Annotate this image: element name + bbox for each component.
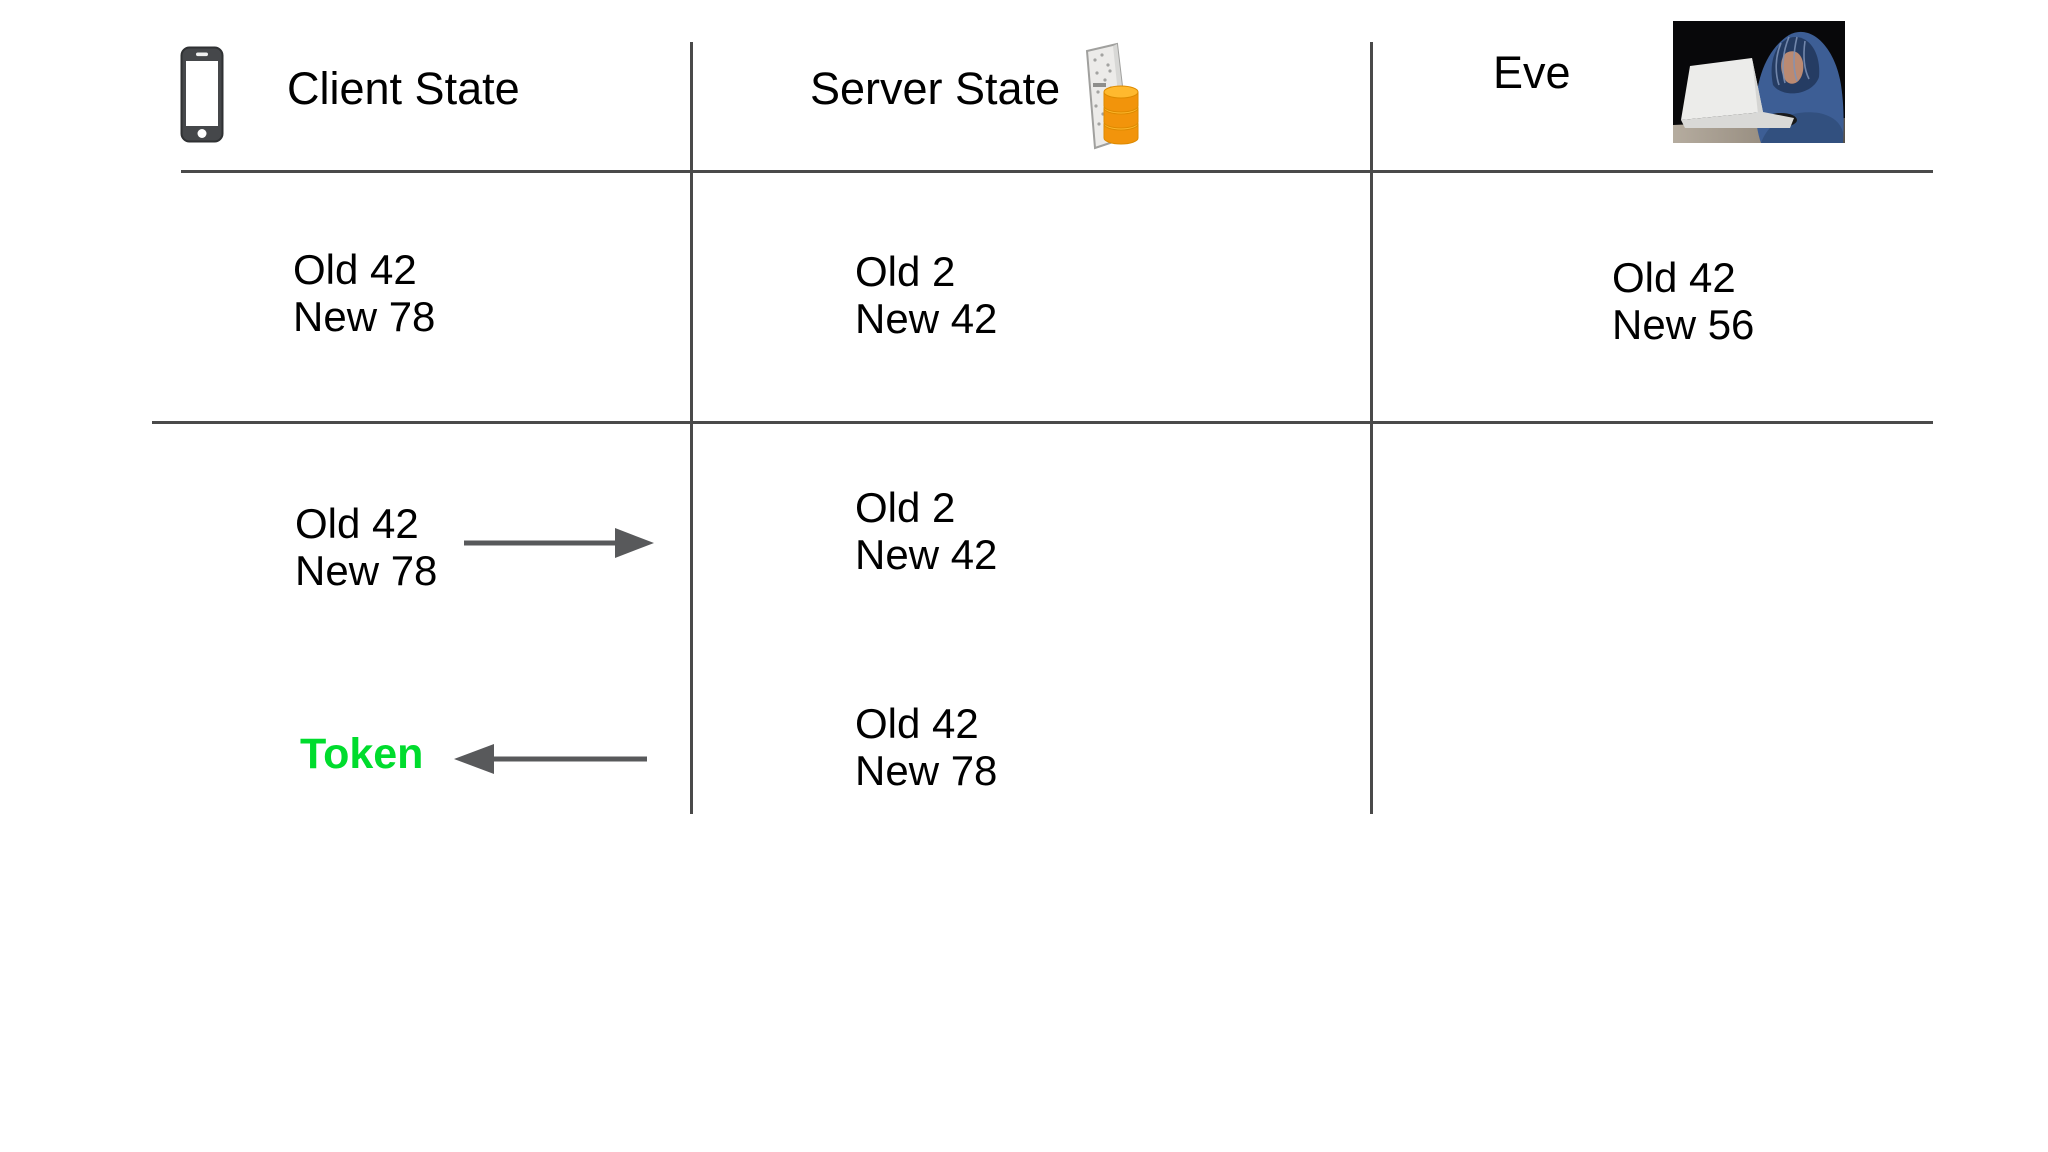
eve-state-row1-old: Old 42 (1612, 254, 1736, 301)
server-state-row1-old: Old 2 (855, 248, 956, 295)
client-state-row1: Old 42 New 78 (293, 246, 435, 340)
client-state-row1-old: Old 42 (293, 246, 417, 293)
client-state-row2-new: New 78 (295, 547, 438, 594)
server-to-client-arrow (450, 740, 650, 778)
eve-column-title: Eve (1493, 47, 1571, 98)
client-state-row1-new: New 78 (293, 293, 436, 340)
client-state-row2-old: Old 42 (295, 500, 419, 547)
server-state-row3-old: Old 42 (855, 700, 979, 747)
row-separator-line (152, 421, 1933, 424)
server-column-title: Server State (810, 63, 1061, 114)
server-state-row1-new: New 42 (855, 295, 998, 342)
server-state-row2-new: New 42 (855, 531, 998, 578)
client-to-server-arrow (462, 524, 657, 562)
client-server-divider-line (690, 42, 693, 814)
client-column-title: Client State (287, 63, 520, 114)
eve-state-row1-new: New 56 (1612, 301, 1755, 348)
smartphone-icon (180, 46, 224, 143)
server-database-icon (1068, 40, 1146, 155)
client-state-row2: Old 42 New 78 (295, 500, 437, 594)
hacker-at-laptop-photo (1673, 21, 1845, 143)
server-eve-divider-line (1370, 42, 1373, 814)
server-state-row3-new: New 78 (855, 747, 998, 794)
token-label: Token (300, 730, 424, 778)
server-state-row2: Old 2 New 42 (855, 484, 997, 578)
header-separator-line (181, 170, 1933, 173)
server-state-row1: Old 2 New 42 (855, 248, 997, 342)
server-state-row3: Old 42 New 78 (855, 700, 997, 794)
server-state-row2-old: Old 2 (855, 484, 956, 531)
eve-state-row1: Old 42 New 56 (1612, 254, 1754, 348)
